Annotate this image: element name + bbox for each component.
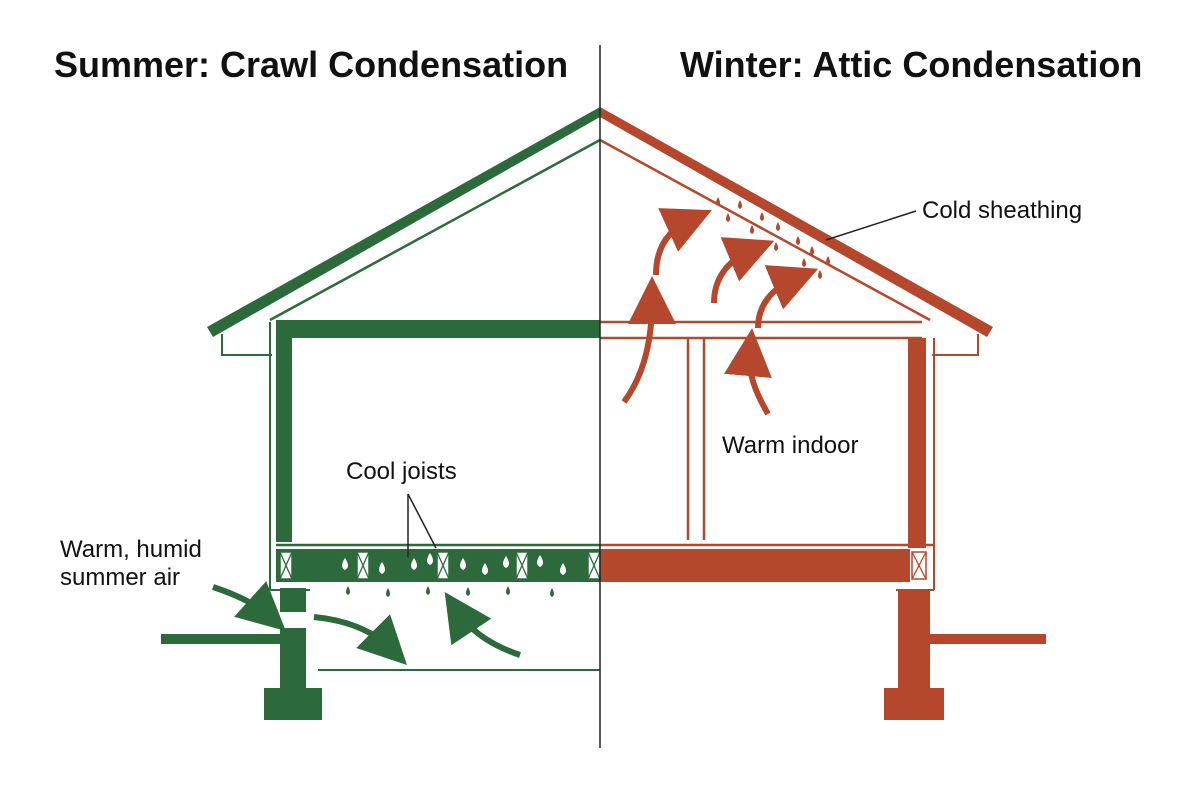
winter-air-arrow-3 [755, 265, 819, 329]
winter-air-arrow-4 [621, 276, 676, 404]
winter-air-arrow-5 [724, 328, 772, 416]
winter-ground [930, 634, 1046, 644]
summer-footing [264, 688, 322, 720]
summer-roof-inner-line [269, 138, 601, 322]
winter-roof [600, 107, 993, 337]
winter-eave [932, 334, 979, 356]
winter-condensation-drops [716, 197, 830, 279]
summer-pier-upper [280, 588, 306, 612]
cool-joists-pointer-2 [407, 493, 437, 549]
summer-ground [161, 634, 286, 644]
cold-sheathing-pointer [825, 210, 917, 241]
summer-half [161, 107, 601, 720]
summer-roof [207, 107, 600, 337]
summer-title: Summer: Crawl Condensation [54, 44, 569, 85]
winter-air-arrow-1 [653, 208, 712, 276]
summer-air-inflow-arrow [212, 581, 286, 632]
winter-pier [898, 590, 930, 690]
winter-footing [884, 688, 944, 720]
winter-roof-inner-line [599, 138, 931, 322]
warm-humid-air-label-line1: Warm, humid [60, 536, 202, 563]
winter-half [599, 107, 1046, 720]
warm-humid-air-label-line2: summer air [60, 564, 181, 591]
summer-air-rising-arrow [444, 592, 521, 658]
summer-air-crawl-arrow [313, 614, 407, 665]
cool-joists-label: Cool joists [346, 458, 457, 485]
summer-dripping-drops [346, 586, 554, 597]
winter-joist-end-mark [911, 551, 927, 580]
winter-joist-band [600, 549, 910, 582]
winter-air-arrow-2 [711, 237, 775, 304]
summer-eave [221, 334, 272, 356]
winter-wall [908, 338, 926, 548]
warm-indoor-label: Warm indoor [722, 432, 859, 459]
summer-water-drops-on-joists [342, 553, 566, 575]
winter-title: Winter: Attic Condensation [680, 44, 1143, 85]
summer-ceiling [276, 320, 600, 338]
warm-humid-air-label: Warm, humid summer air [60, 536, 202, 592]
cold-sheathing-label: Cold sheathing [922, 197, 1083, 224]
summer-wall [276, 320, 292, 542]
summer-joist-end-marks [279, 551, 601, 580]
